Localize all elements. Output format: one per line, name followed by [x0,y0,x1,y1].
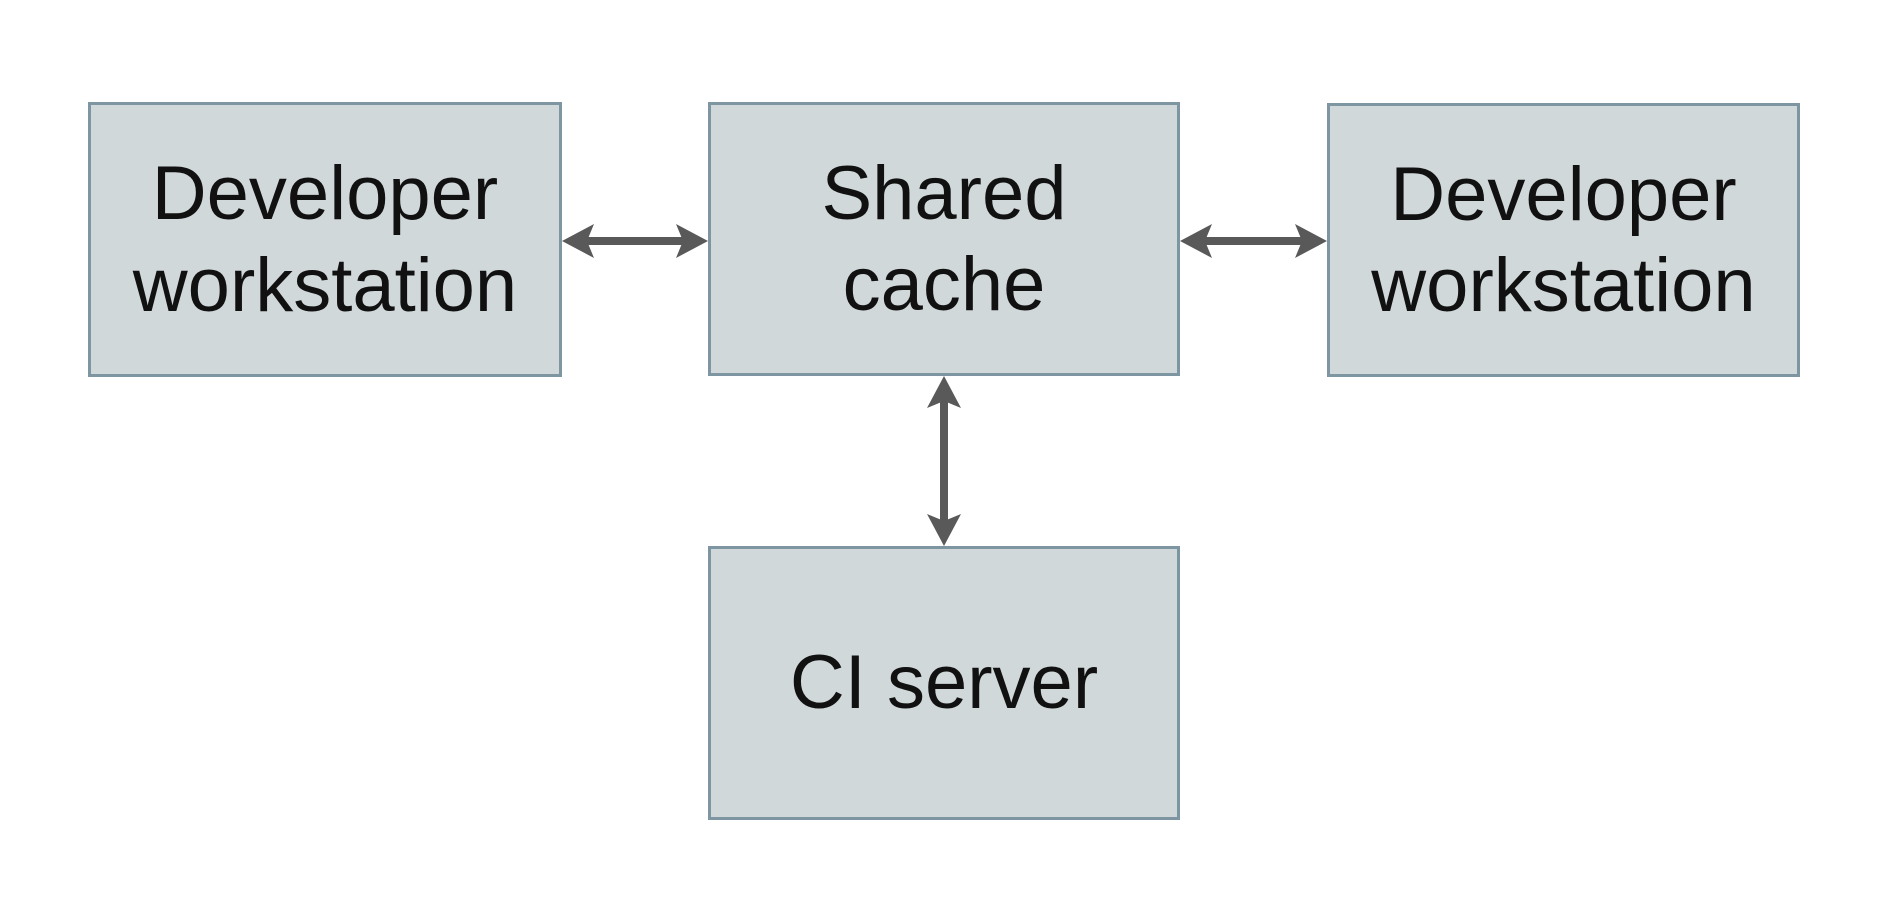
node-shared-cache: Shared cache [708,102,1180,376]
node-ci-server: CI server [708,546,1180,820]
double-arrow-horizontal-left-icon [562,224,708,258]
node-developer-workstation-left: Developer workstation [88,102,562,377]
node-developer-workstation-left-label: Developer workstation [132,151,518,328]
node-ci-server-label: CI server [789,640,1099,726]
node-developer-workstation-right-label: Developer workstation [1371,151,1756,328]
node-shared-cache-label: Shared cache [821,150,1067,327]
double-arrow-vertical-icon [927,376,961,546]
double-arrow-horizontal-right-icon [1180,224,1327,258]
node-developer-workstation-right: Developer workstation [1327,103,1800,377]
